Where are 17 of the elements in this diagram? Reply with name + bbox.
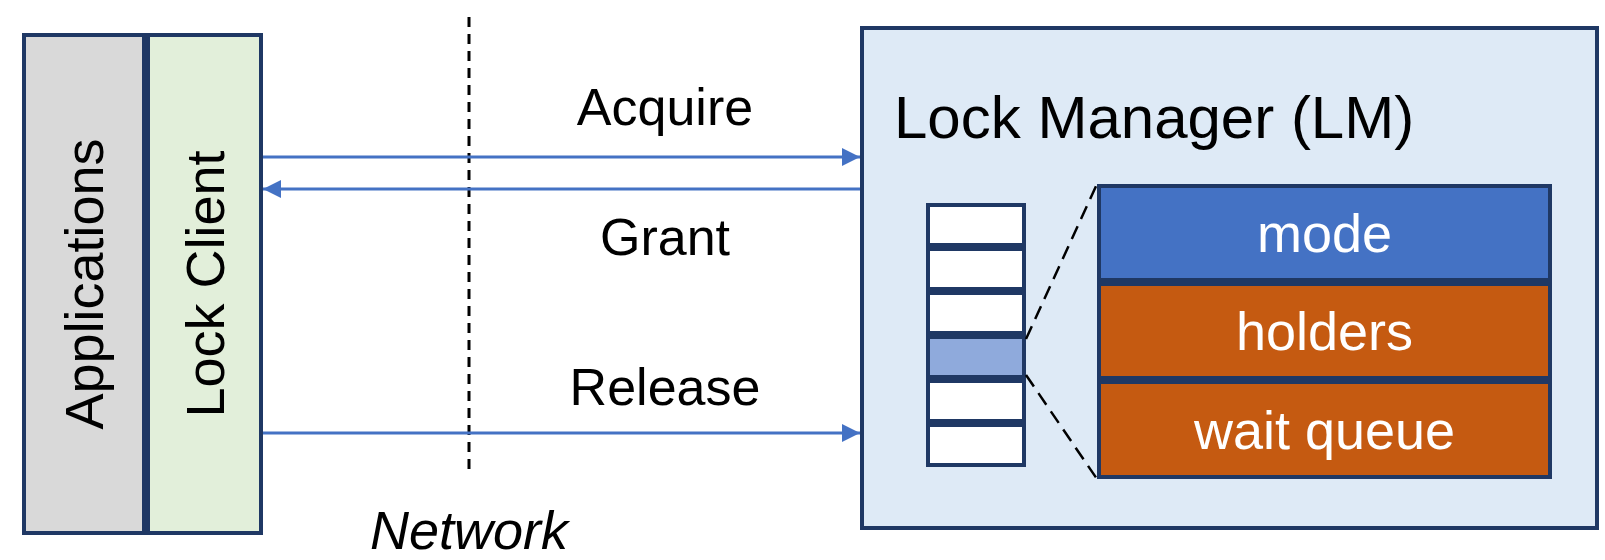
arrow [263, 180, 860, 198]
field-name: holders [1235, 304, 1414, 358]
panel-title: Lock Manager (LM) [894, 88, 1415, 148]
manager-panel [860, 26, 1599, 530]
client-layer-box [146, 33, 263, 535]
table-row [1097, 184, 1552, 282]
network-label: Network [370, 503, 568, 557]
app-layer-box [22, 33, 146, 535]
slot-box [926, 423, 1026, 467]
arrow [263, 424, 860, 442]
arrow [263, 148, 860, 166]
field-name: mode [1256, 206, 1393, 260]
table-row [1097, 380, 1552, 479]
slot-box [926, 203, 1026, 247]
layer-label: Lock Client [177, 150, 232, 418]
zoom-line [1024, 374, 1099, 480]
zoom-line [1024, 183, 1099, 340]
